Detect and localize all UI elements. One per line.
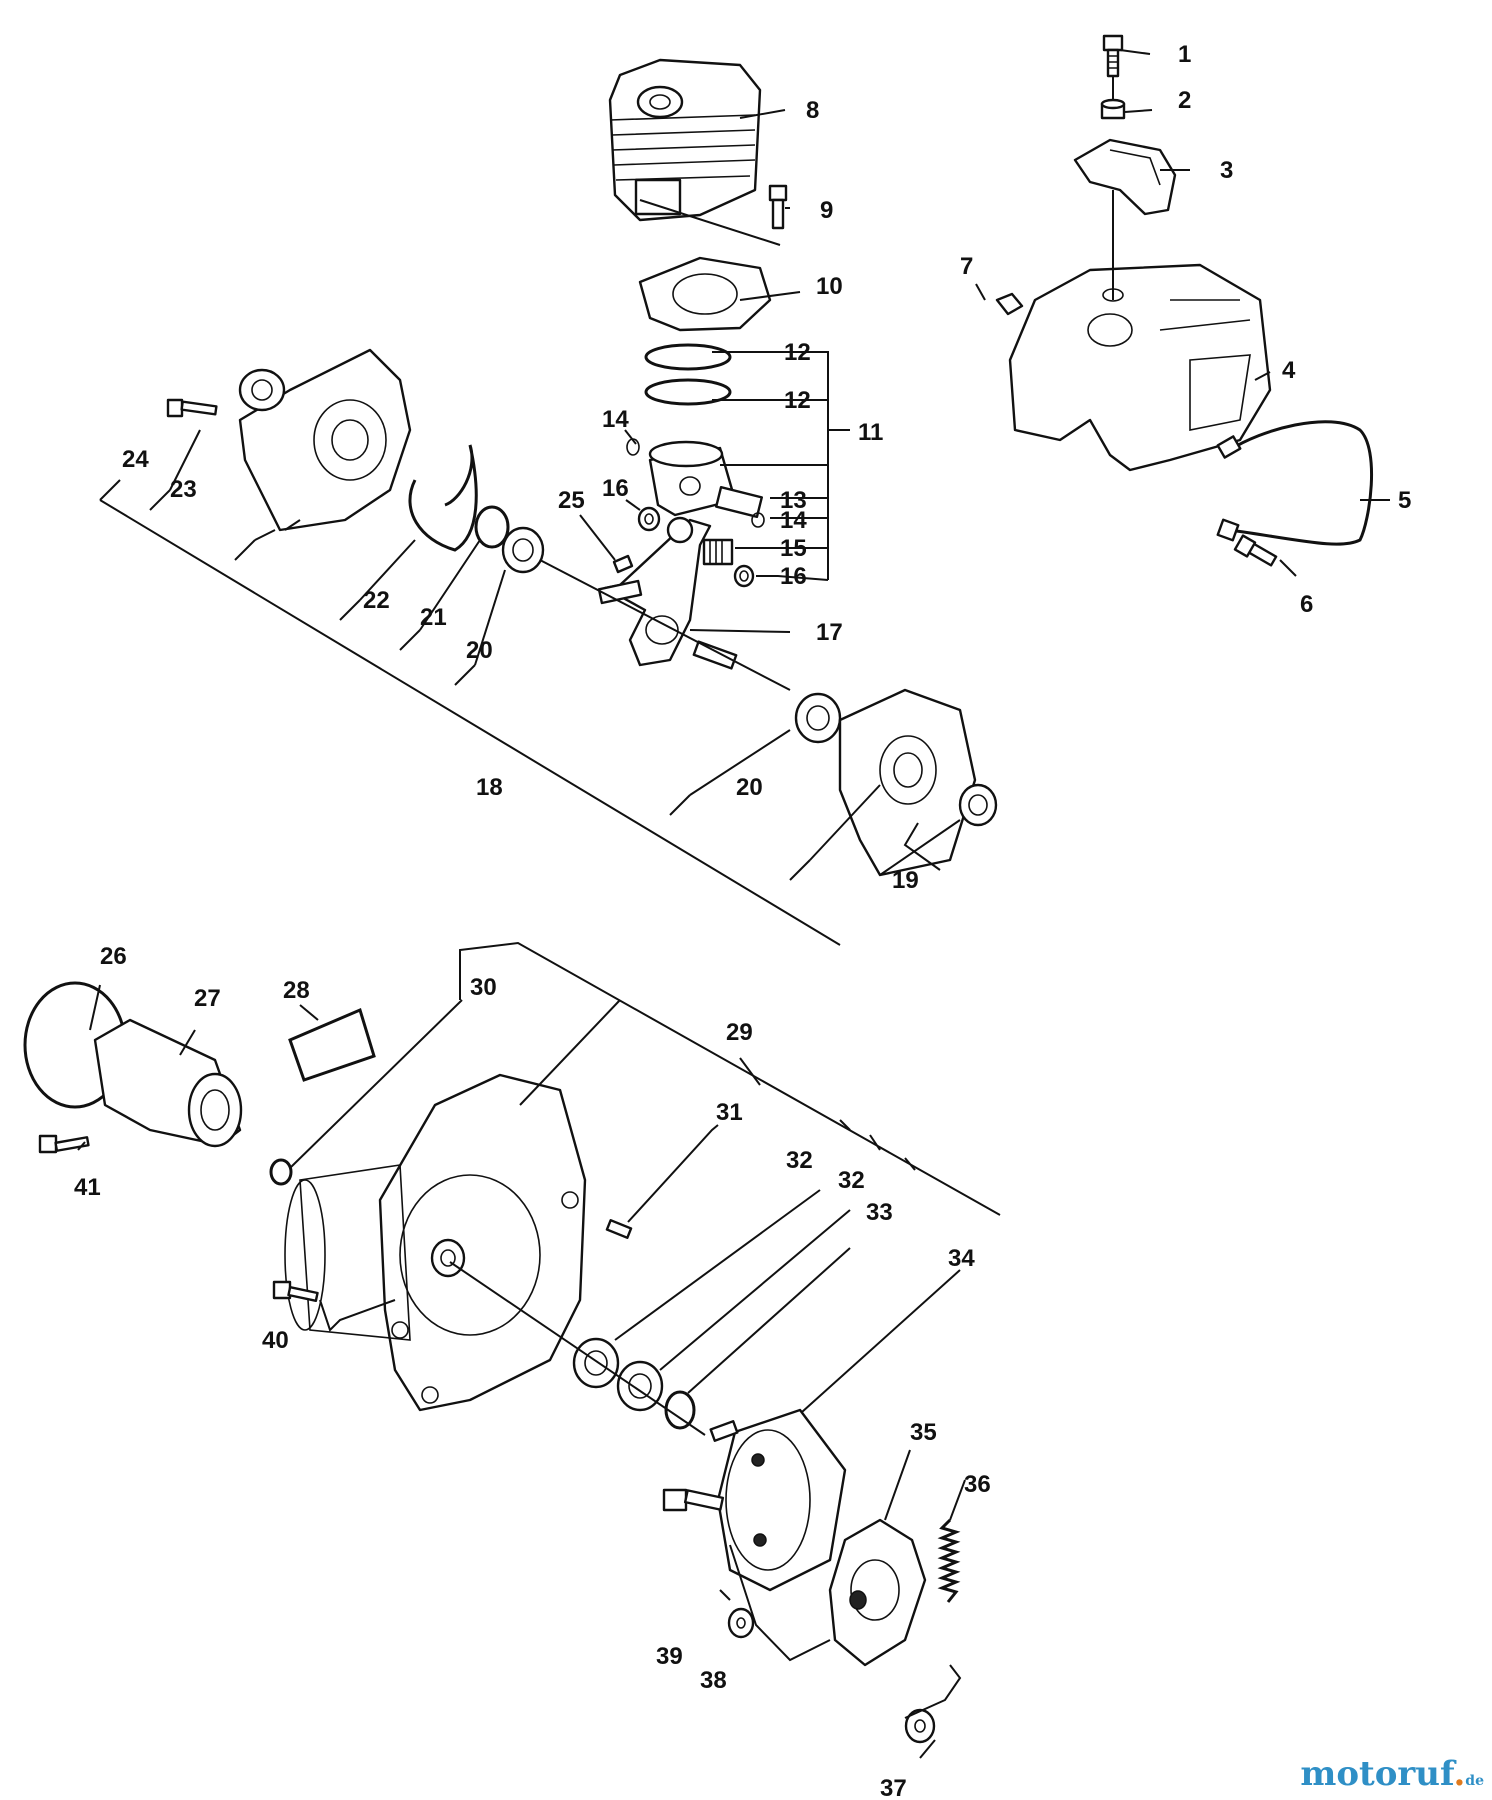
label-part-34: 34	[948, 1245, 975, 1272]
label-part-3: 3	[1220, 157, 1233, 184]
part-number-labels: 1 2 3 4 5 6 7 8 9 10 11 12 12 13 14 14 1…	[74, 41, 1411, 1800]
part-41-bolt	[38, 1134, 90, 1154]
label-part-12-upper: 12	[784, 339, 811, 366]
label-part-26: 26	[100, 943, 127, 970]
label-part-7: 7	[960, 253, 973, 280]
part-22-crankcase-gasket	[408, 444, 478, 552]
part-13-piston-pin	[715, 486, 763, 518]
label-part-33: 33	[866, 1199, 893, 1226]
motoruf-watermark: motoruf.de	[1300, 1754, 1484, 1794]
watermark-name: motoruf	[1300, 1754, 1454, 1794]
part-10-gasket	[638, 256, 772, 332]
part-11-piston	[648, 440, 737, 517]
part-6-screw	[1233, 534, 1278, 567]
label-part-5: 5	[1398, 487, 1411, 514]
label-part-15: 15	[780, 535, 807, 562]
label-part-9: 9	[820, 197, 833, 224]
part-40-bolt	[272, 1280, 319, 1303]
label-part-35: 35	[910, 1419, 937, 1446]
part-24-bolt	[166, 398, 218, 418]
label-part-14-left: 14	[602, 406, 629, 433]
part-16-washer-right	[733, 564, 755, 588]
part-12-piston-ring-lower	[644, 378, 732, 406]
label-part-17: 17	[816, 619, 843, 646]
label-part-16-left: 16	[602, 475, 629, 502]
label-part-25: 25	[558, 487, 585, 514]
part-9-screw	[768, 184, 788, 230]
label-part-39: 39	[656, 1643, 683, 1670]
part-38-washer	[727, 1607, 755, 1639]
part-33-circlip	[664, 1390, 696, 1430]
part-20-bearing-left	[501, 526, 545, 574]
label-part-19: 19	[892, 867, 919, 894]
label-part-14-right: 14	[780, 507, 807, 534]
part-21-circlip	[474, 505, 510, 549]
part-15-needle-bearing	[702, 538, 734, 566]
part-31-dowel-pin	[605, 1219, 633, 1239]
part-32-bearing-outer	[572, 1337, 620, 1389]
label-part-32-inner: 32	[838, 1167, 865, 1194]
label-part-22: 22	[363, 587, 390, 614]
label-part-1: 1	[1178, 41, 1191, 68]
part-23-crankcase-left	[238, 348, 412, 532]
label-part-6: 6	[1300, 591, 1313, 618]
part-4-engine-cover	[1008, 263, 1272, 472]
label-part-16-right: 16	[780, 563, 807, 590]
part-17-crankshaft	[597, 516, 738, 670]
label-part-20-left: 20	[466, 637, 493, 664]
part-39-shoulder-bolt	[662, 1488, 725, 1512]
part-1-bolt	[1102, 34, 1124, 78]
part-2-nut	[1100, 98, 1126, 120]
part-16-washer-left	[637, 506, 661, 532]
label-part-32-outer: 32	[786, 1147, 813, 1174]
part-34-clutch-drum	[709, 1408, 847, 1592]
part-20-bearing-right	[794, 692, 842, 744]
label-part-4: 4	[1282, 357, 1296, 384]
part-28-label-sticker	[288, 1007, 376, 1082]
label-part-11: 11	[858, 419, 883, 446]
label-part-21: 21	[420, 604, 447, 631]
label-part-23: 23	[170, 476, 197, 503]
label-part-31: 31	[716, 1099, 743, 1126]
part-37-washer	[904, 1708, 936, 1744]
part-12-piston-ring-upper	[644, 343, 732, 371]
label-part-8: 8	[806, 97, 819, 124]
part-27-coupling-housing	[93, 1018, 243, 1148]
label-part-27: 27	[194, 985, 221, 1012]
part-19-crankcase-right	[838, 688, 998, 877]
part-3-top-cover	[1073, 138, 1177, 216]
label-part-29: 29	[726, 1019, 753, 1046]
part-32-bearing-inner	[616, 1360, 664, 1412]
label-part-18: 18	[476, 774, 503, 801]
part-35-clutch-shoes	[828, 1518, 927, 1667]
part-25-key	[612, 554, 634, 574]
label-part-20-right: 20	[736, 774, 763, 801]
label-part-37: 37	[880, 1775, 907, 1800]
part-30-clip	[269, 1158, 293, 1186]
label-part-24: 24	[122, 446, 149, 473]
part-5-ignition-cable	[1216, 420, 1374, 546]
label-part-10: 10	[816, 273, 843, 300]
label-part-2: 2	[1178, 87, 1191, 114]
part-29-fan-housing	[284, 1073, 587, 1412]
label-part-13: 13	[780, 487, 807, 514]
label-part-28: 28	[283, 977, 310, 1004]
label-part-40: 40	[262, 1327, 289, 1354]
watermark-dot: .	[1453, 1754, 1466, 1794]
label-part-36: 36	[964, 1471, 991, 1498]
label-part-30: 30	[470, 974, 497, 1001]
part-36-clutch-spring	[937, 1518, 961, 1603]
part-14-circlip-right	[751, 512, 765, 528]
label-part-38: 38	[700, 1667, 727, 1694]
leader-lines	[77, 49, 1390, 1759]
part-7-grommet	[995, 292, 1024, 316]
part-8-cylinder	[608, 58, 762, 222]
watermark-tld: de	[1465, 1773, 1484, 1789]
label-part-12-lower: 12	[784, 387, 811, 414]
label-part-41: 41	[74, 1174, 101, 1201]
